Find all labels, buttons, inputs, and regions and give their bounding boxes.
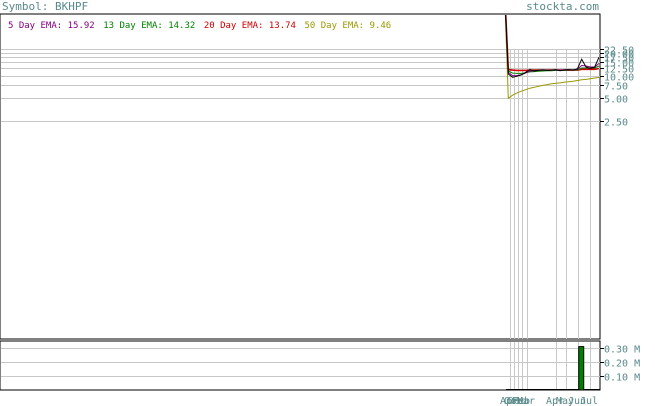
series-line-13-day-ema bbox=[505, 15, 600, 74]
legend-value: 14.32 bbox=[168, 21, 195, 31]
price-grid bbox=[1, 49, 600, 389]
price-tick-label: 15.00 bbox=[604, 59, 634, 70]
price-tick-label: 2.50 bbox=[604, 118, 628, 129]
ema-legend: 5 Day EMA: 15.92 13 Day EMA: 14.32 20 Day … bbox=[8, 21, 391, 31]
price-tick-label: 22.50 bbox=[604, 46, 634, 57]
legend-value: 15.92 bbox=[68, 21, 95, 31]
price-tick-label: 10.00 bbox=[604, 73, 634, 84]
legend-item-1: 13 Day EMA: 14.32 bbox=[103, 21, 195, 31]
legend-value: 9.46 bbox=[370, 21, 392, 31]
legend-item-0: 5 Day EMA: 15.92 bbox=[8, 21, 95, 31]
legend-label: 20 Day EMA: bbox=[204, 21, 269, 31]
legend-label: 13 Day EMA: bbox=[103, 21, 168, 31]
volume-tick-label: 0.20 M bbox=[604, 359, 640, 370]
x-tick-label: Mar bbox=[517, 396, 535, 406]
x-tick-label: Dec bbox=[508, 396, 526, 406]
x-tick-label: Oct bbox=[504, 396, 522, 406]
price-series bbox=[504, 15, 600, 100]
legend-item-2: 20 Day EMA: 13.74 bbox=[204, 21, 296, 31]
price-tick-label: 20.00 bbox=[604, 50, 634, 61]
x-tick-label: Feb bbox=[512, 396, 530, 406]
price-panel-frame bbox=[0, 13, 601, 340]
price-tick-label: 12.50 bbox=[604, 65, 634, 76]
brand-watermark: stockta.com bbox=[526, 0, 599, 13]
legend-value: 13.74 bbox=[269, 21, 296, 31]
price-tick-label: 5.00 bbox=[604, 95, 628, 106]
volume-bar bbox=[578, 346, 585, 391]
x-tick-label: Jul bbox=[580, 396, 598, 406]
x-tick-label: Apr bbox=[546, 396, 564, 406]
symbol-title: Symbol: BKHPF bbox=[2, 0, 88, 13]
legend-label: 5 Day EMA: bbox=[8, 21, 68, 31]
legend-item-3: 50 Day EMA: 9.46 bbox=[305, 21, 392, 31]
x-tick-label: Jun bbox=[568, 396, 586, 406]
series-line-50-day-ema bbox=[504, 15, 600, 100]
series-line-price bbox=[505, 15, 600, 78]
x-tick-label: May bbox=[556, 396, 574, 406]
price-tick-label: 17.50 bbox=[604, 54, 634, 65]
volume-tick-label: 0.30 M bbox=[604, 345, 640, 356]
volume-y-axis: 0.10 M 0.20 M 0.30 M bbox=[600, 345, 640, 384]
price-tick-label: 7.50 bbox=[604, 82, 628, 93]
volume-bars bbox=[578, 346, 585, 391]
x-tick-label: Apr bbox=[500, 396, 518, 406]
volume-tick-label: 0.10 M bbox=[604, 373, 640, 384]
volume-grid bbox=[1, 348, 600, 390]
volume-panel-frame bbox=[0, 340, 601, 391]
price-y-axis: 2.50 5.00 7.5010.0012.5015.0017.5020.0022.… bbox=[600, 46, 634, 129]
legend-label: 50 Day EMA: bbox=[305, 21, 370, 31]
